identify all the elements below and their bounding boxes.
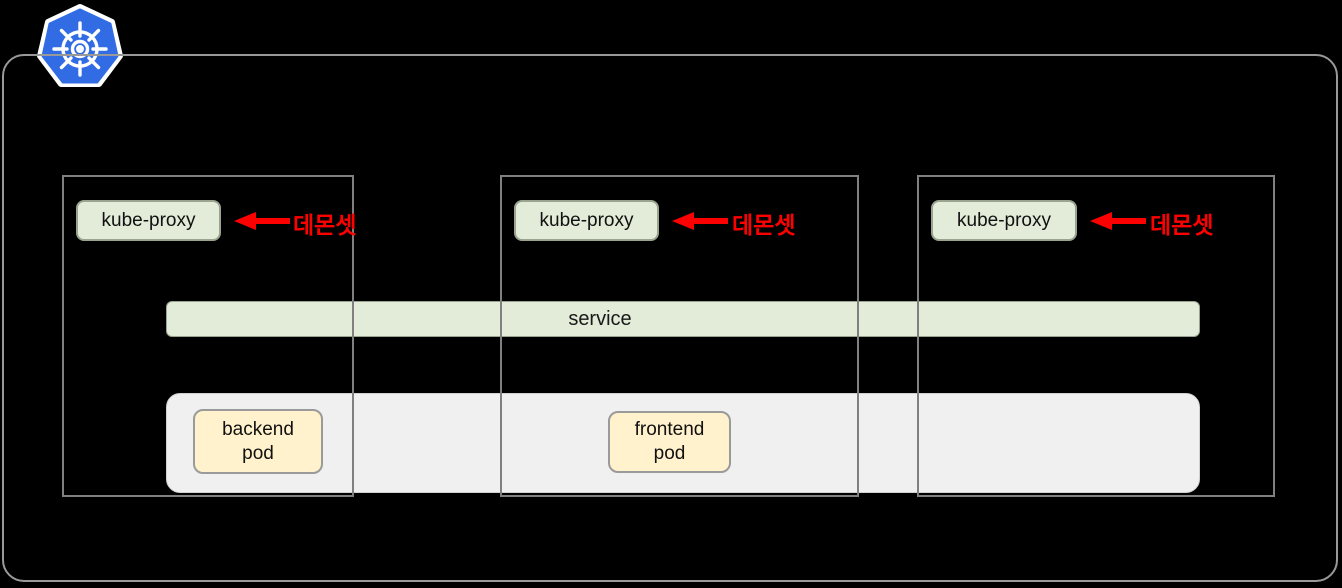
pod-frontend-line1: frontend bbox=[634, 419, 705, 441]
pod-backend-line2: pod bbox=[242, 442, 274, 464]
kubernetes-logo-icon bbox=[30, 3, 130, 103]
pod-frontend-line2: pod bbox=[653, 443, 686, 464]
pod-frontend: frontend pod bbox=[608, 411, 731, 473]
pod-backend-line1: backend bbox=[222, 418, 294, 440]
kube-proxy-box-node-2: kube-proxy bbox=[514, 200, 659, 241]
arrow-left-icon-node-1 bbox=[232, 212, 292, 230]
node-1 bbox=[62, 175, 354, 497]
arrow-left-icon-node-3 bbox=[1088, 212, 1148, 230]
pod-backend: backend pod bbox=[193, 409, 323, 474]
service-bar bbox=[166, 301, 1200, 337]
daemonset-annotation-node-2: 데몬셋 bbox=[732, 213, 796, 239]
kube-proxy-box-node-3: kube-proxy bbox=[931, 200, 1077, 241]
daemonset-annotation-node-1: 데몬셋 bbox=[293, 213, 357, 239]
daemonset-annotation-node-3: 데몬셋 bbox=[1150, 213, 1214, 239]
cluster-container bbox=[2, 54, 1338, 582]
node-3 bbox=[917, 175, 1275, 497]
node-2 bbox=[500, 175, 859, 497]
kube-proxy-box-node-1: kube-proxy bbox=[76, 200, 221, 241]
arrow-left-icon-node-2 bbox=[670, 212, 730, 230]
